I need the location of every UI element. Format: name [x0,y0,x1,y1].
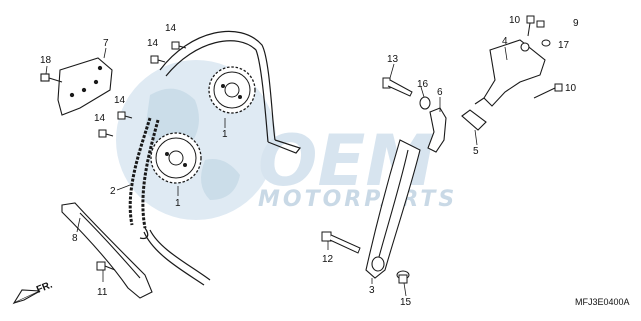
washer-16 [419,96,431,110]
callout-8: 8 [72,233,78,244]
cam-chain [128,117,160,240]
callout-5: 5 [473,146,479,157]
chain-guide-8 [61,202,153,299]
callout-15: 15 [400,297,412,308]
guide-pivot-6 [427,107,447,153]
cam-sprocket-upper [208,66,256,114]
bolts-14 [98,41,187,138]
callout-18: 18 [40,55,52,66]
callout-6: 6 [437,87,443,98]
cam-sprocket-lower [150,132,202,184]
callout-14-b: 14 [147,38,159,49]
gasket-5 [461,109,487,131]
callout-10-top: 10 [509,15,521,26]
callout-4: 4 [502,36,508,47]
tensioner-arm-3 [365,139,421,279]
cam-chain-loop [143,30,302,286]
callout-12: 12 [322,254,334,265]
callout-14-a: 14 [165,23,177,34]
bolt-11 [96,261,116,271]
callout-3: 3 [369,285,375,296]
callout-16: 16 [417,79,429,90]
bolt-18 [40,73,63,83]
callout-1-lower: 1 [175,198,181,209]
tensioner-bolts [526,15,563,99]
chain-guide-bracket [57,57,113,116]
diagram-code: MFJ3E0400A [575,297,630,307]
callout-11: 11 [97,287,108,298]
callouts: 1 1 2 3 4 5 6 7 8 9 10 10 11 12 13 14 14… [40,15,579,308]
front-direction-arrow: FR. [12,279,54,305]
watermark-text: MOTORPARTS [258,187,457,212]
callout-7: 7 [103,38,109,49]
direction-label: FR. [35,279,54,295]
leader-lines [45,46,508,297]
callout-17: 17 [558,40,570,51]
callout-13: 13 [387,54,399,65]
bolt-15 [396,270,410,284]
bolt-12 [321,231,361,254]
bolt-13 [382,77,413,97]
callout-9: 9 [573,18,579,29]
callout-1-upper: 1 [222,129,228,140]
cam-chain-tensioner [474,39,546,107]
callout-10-right: 10 [565,83,577,94]
callout-14-d: 14 [94,113,106,124]
callout-14-c: 14 [114,95,126,106]
callout-2: 2 [110,186,116,197]
